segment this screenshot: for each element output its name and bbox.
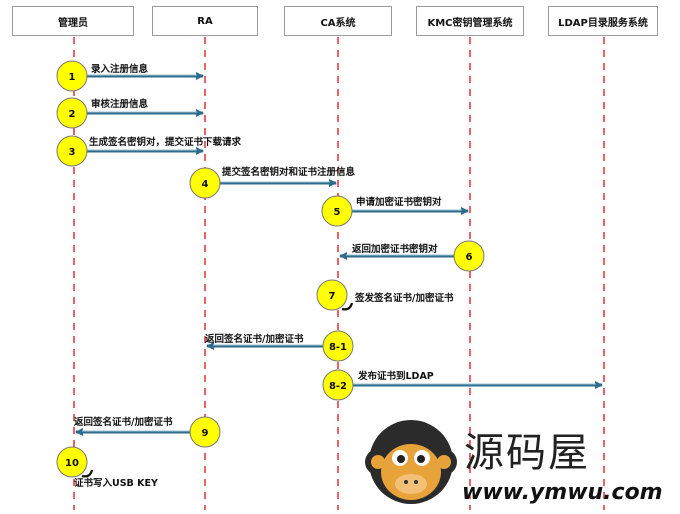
step-number-5: 5 [334, 207, 341, 218]
step-circle-8-2 [322, 369, 354, 401]
lifeline-header-ldap: LDAP目录服务系统 [548, 6, 658, 36]
step-circle-1 [56, 60, 88, 92]
lifeline-label: CA系统 [320, 17, 356, 29]
step-number-1: 1 [69, 72, 76, 83]
step-circle-5 [321, 195, 353, 227]
step-number-3: 3 [69, 147, 76, 158]
message-label-5: 申请加密证书密钥对 [356, 197, 442, 208]
message-label-7: 签发签名证书/加密证书 [355, 293, 454, 304]
step-circle-4 [189, 167, 221, 199]
message-label-1: 录入注册信息 [91, 64, 149, 75]
monkey-logo [364, 412, 458, 508]
step-number-10: 10 [65, 458, 79, 469]
step-number-2: 2 [69, 109, 76, 120]
lifeline-label: RA [197, 15, 213, 27]
step-number-4: 4 [202, 179, 209, 190]
message-label-4: 提交签名密钥对和证书注册信息 [222, 167, 356, 178]
step-number-8-1: 8-1 [329, 342, 347, 353]
watermark-url: www.ymwu.com [462, 480, 663, 505]
lifeline-header-kmc: KMC密钥管理系统 [416, 6, 524, 36]
message-label-6: 返回加密证书密钥对 [352, 244, 438, 255]
step-number-7: 7 [329, 291, 336, 302]
message-label-9: 返回签名证书/加密证书 [74, 417, 173, 428]
step-circle-10 [56, 446, 88, 478]
step-number-9: 9 [202, 428, 209, 439]
step-circle-9 [189, 416, 221, 448]
self-message-hook-10 [81, 469, 94, 478]
step-number-8-2: 8-2 [329, 381, 347, 392]
step-circle-2 [56, 97, 88, 129]
lifeline-header-ca: CA系统 [284, 6, 392, 36]
lifeline-header-ra: RA [152, 6, 258, 36]
message-label-8-1: 返回签名证书/加密证书 [205, 334, 304, 345]
message-label-10: 证书写入USB KEY [74, 478, 158, 489]
step-circle-7 [316, 279, 348, 311]
message-label-3: 生成签名密钥对，提交证书下载请求 [89, 137, 242, 148]
step-number-6: 6 [466, 252, 473, 263]
step-circle-6 [453, 240, 485, 272]
step-circle-3 [56, 135, 88, 167]
watermark-name: 源码屋 [464, 430, 590, 476]
message-label-2: 审核注册信息 [91, 99, 149, 110]
self-message-hook-7 [341, 302, 354, 311]
lifeline-label: 管理员 [58, 17, 88, 29]
step-circle-8-1 [322, 330, 354, 362]
lifeline-label: LDAP目录服务系统 [558, 17, 648, 29]
message-label-8-2: 发布证书到LDAP [358, 371, 434, 382]
lifeline-label: KMC密钥管理系统 [427, 17, 513, 29]
lifeline-header-admin: 管理员 [12, 6, 134, 36]
